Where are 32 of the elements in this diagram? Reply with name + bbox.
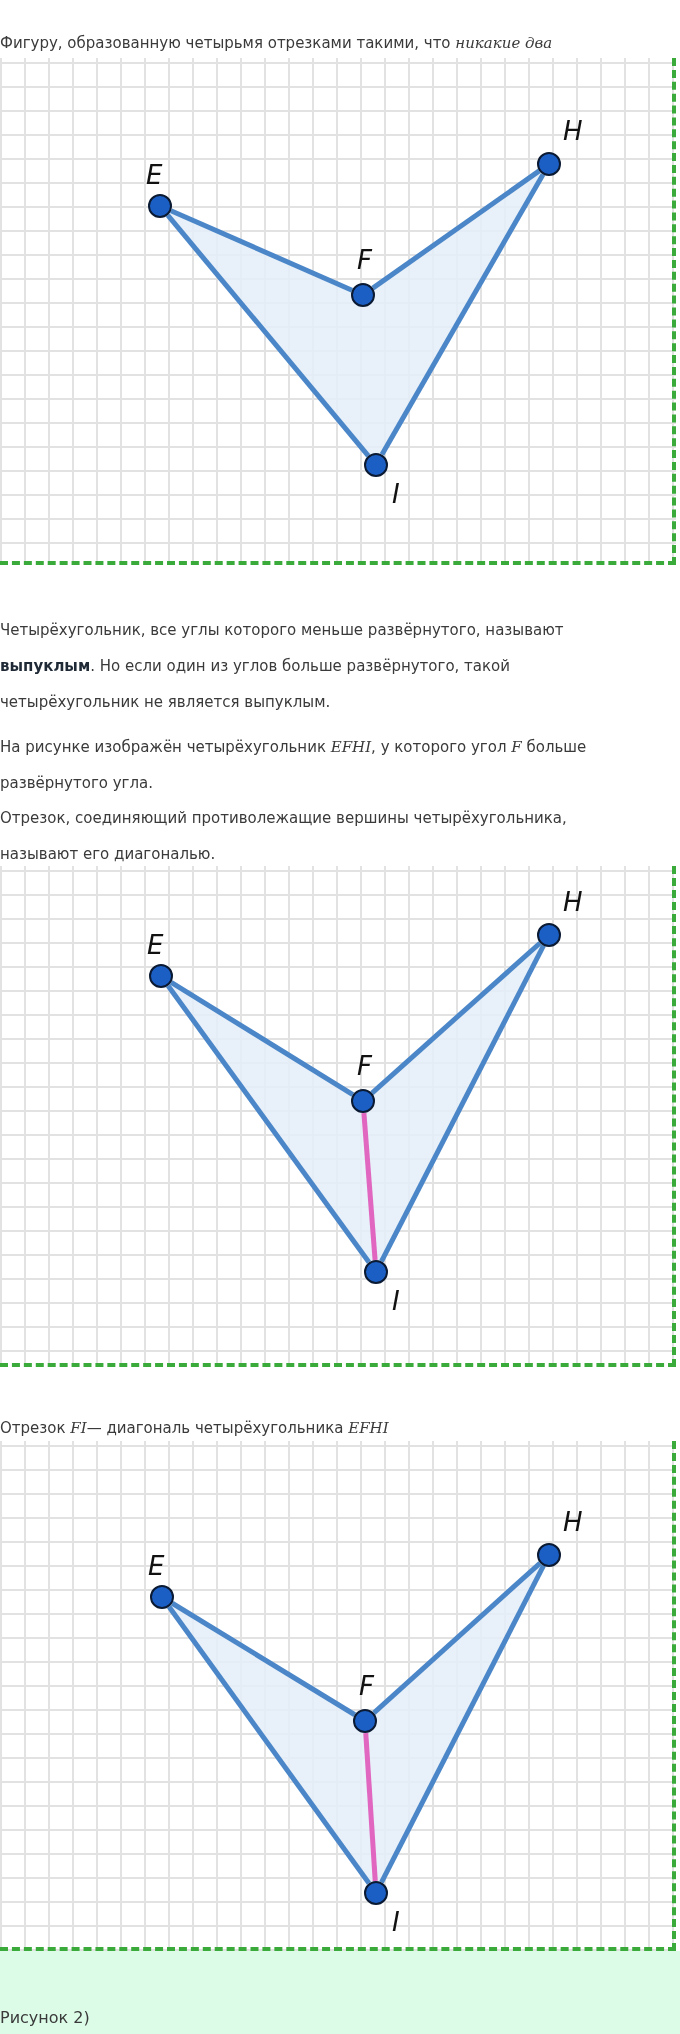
vertex-label: E (147, 932, 164, 958)
side-segment (166, 984, 371, 1264)
vertex-label: F (357, 247, 372, 273)
vertex-label: I (392, 1288, 400, 1314)
side-segment (167, 1605, 371, 1885)
vertex-label: I (392, 1909, 400, 1935)
vertex-label: H (563, 118, 583, 144)
side-segment (165, 213, 371, 458)
side-segment (169, 980, 355, 1097)
text-paragraph: Отрезок, соединяющий противолежащие вершины четырёхугольника, называют его диагональю. (0, 808, 568, 865)
side-segment (379, 1564, 546, 1884)
vertex-label: F (357, 1053, 372, 1079)
side-segment (379, 173, 546, 456)
text-paragraph: Отрезок FI— диагональ четырёхугольника EFHI (0, 1418, 390, 1439)
text-paragraph: Фигуру, образованную четырьмя отрезками такими, что никакие два (0, 33, 554, 54)
diagonal-segment (361, 1112, 378, 1261)
vertex-label: I (392, 481, 400, 507)
text-paragraph: На рисунке изображён четырёхугольник EFHI, у которого угол F больше развёрнутого угла. (0, 737, 588, 794)
side-segment (371, 168, 541, 291)
vertex-label: E (148, 1553, 165, 1579)
vertex-label: E (146, 162, 163, 188)
side-segment (170, 208, 353, 293)
vertex-label: H (563, 1509, 583, 1535)
vertex-label: F (359, 1673, 374, 1699)
side-segment (170, 1601, 357, 1717)
vertex-label: H (563, 889, 583, 915)
diagonal-segment (363, 1732, 378, 1882)
figure-caption: Рисунок 2) (0, 2008, 90, 2027)
side-segment (370, 941, 542, 1095)
text-paragraph: Четырёхугольник, все углы которого меньше развёрнутого, называют выпуклым. Но если один из углов больше развёрнутого, такой четырёхугольник не является выпуклым. (0, 620, 565, 713)
side-segment (372, 1561, 542, 1715)
side-segment (379, 944, 546, 1263)
